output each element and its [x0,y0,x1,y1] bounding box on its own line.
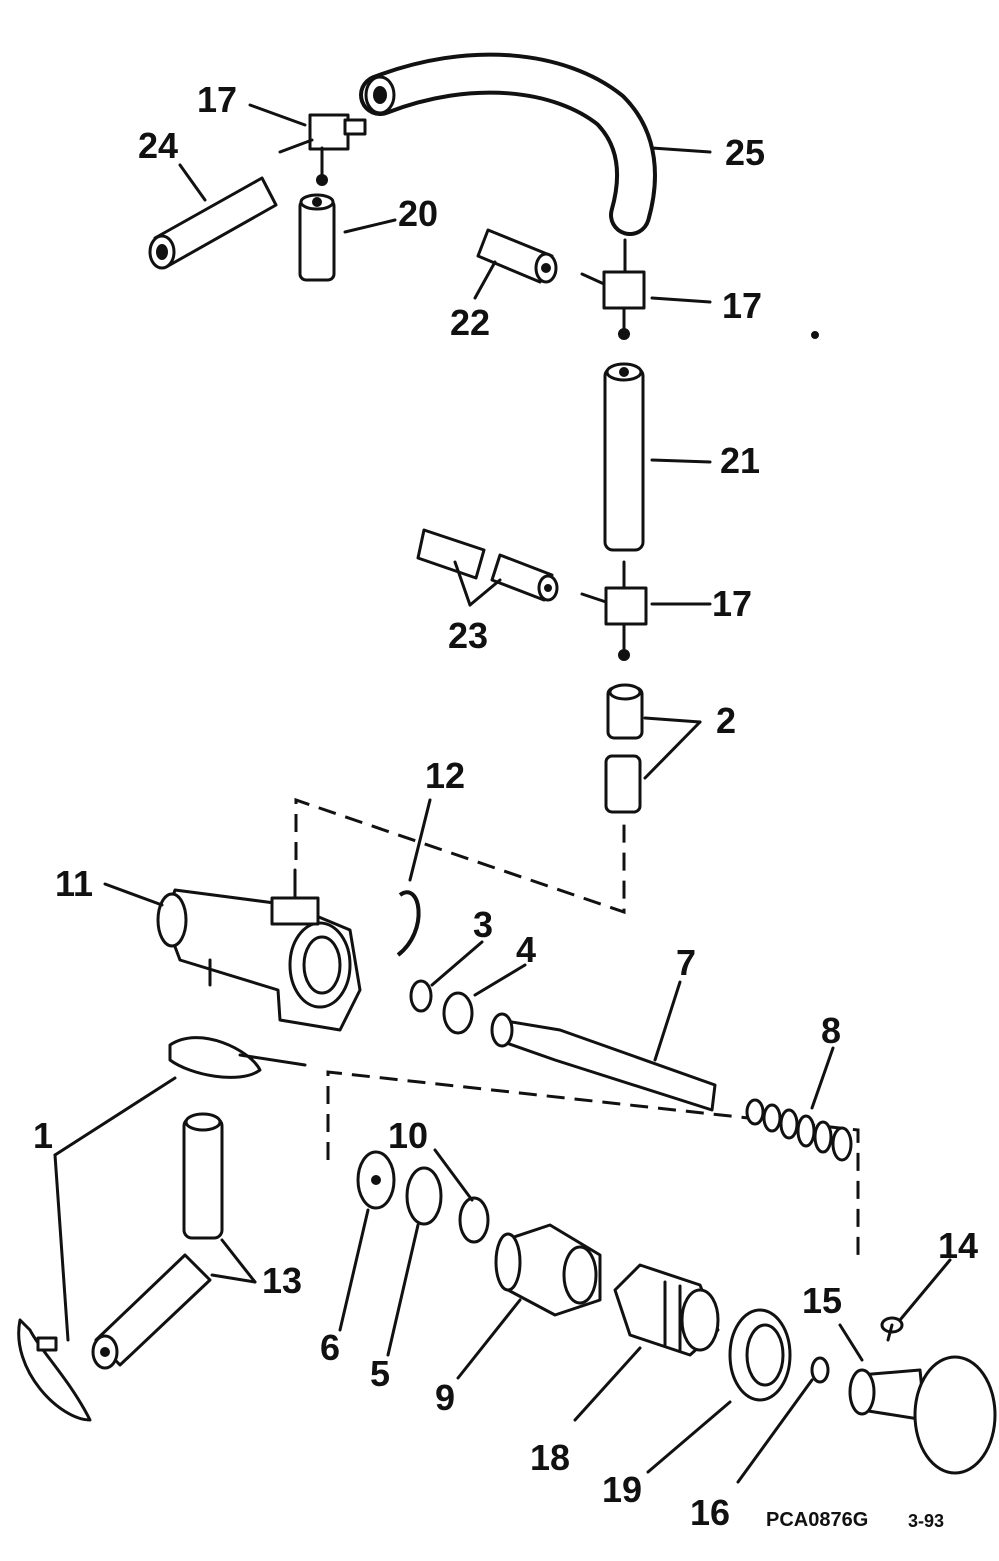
callout-9: 9 [435,1377,456,1418]
callout-21: 21 [720,440,761,481]
part-8-spring [745,1098,853,1162]
callout-22: 22 [450,302,491,343]
part-10-ring [458,1196,490,1244]
callout-20: 20 [398,193,439,234]
part-11-housing [156,868,362,1032]
part-17-fitting-lower [580,560,648,661]
part-16-ring [810,1356,830,1384]
callout-1: 1 [33,1115,54,1156]
part-20-tube [298,193,336,282]
figure-date: 3-93 [908,1511,945,1531]
part-23-tubes [416,528,559,602]
callout-6: 6 [320,1327,341,1368]
part-14-screw [880,1316,904,1342]
part-4-ring [442,991,474,1035]
callout-17-lower: 17 [712,583,753,624]
dashed-line-lower [326,1070,860,1256]
part-24-tube [148,176,278,270]
part-6-washer [356,1150,396,1210]
part-18-threaded-fitting [613,1263,720,1357]
part-9-fitting [494,1223,602,1317]
callout-4: 4 [516,929,537,970]
callout-19: 19 [602,1469,643,1510]
callout-25: 25 [725,132,766,173]
part-21-long-tube [603,362,645,552]
part-19-retainer [728,1308,792,1402]
callout-3: 3 [473,904,494,945]
dashed-line-upper [294,797,626,915]
figure-code: PCA0876G [766,1509,869,1531]
part-1-clamps [17,1036,307,1422]
part-12-clip [396,890,421,957]
part-15-knob [848,1355,997,1475]
part-13-hoses [91,1112,224,1370]
callout-5: 5 [370,1353,391,1394]
part-25-curved-hose [359,52,657,236]
callout-16: 16 [690,1492,731,1533]
callout-7: 7 [676,942,697,983]
stray-dot [811,331,819,339]
callout-8: 8 [821,1010,842,1051]
callout-15: 15 [802,1280,843,1321]
callout-10: 10 [388,1115,429,1156]
part-5-ring [405,1166,443,1226]
callout-11: 11 [55,863,94,904]
callout-12: 12 [425,755,466,796]
callout-14: 14 [938,1225,979,1266]
part-2-hoses [604,683,644,814]
callout-18: 18 [530,1437,571,1478]
part-17-fitting-top [278,113,367,186]
callout-17-middle: 17 [722,285,763,326]
callout-23: 23 [448,615,489,656]
part-17-fitting-middle [580,238,646,340]
part-7-shaft [490,1012,717,1112]
leader-lines [53,103,952,1484]
callout-24: 24 [138,125,179,166]
part-3-ring [409,979,433,1013]
callout-17-top: 17 [197,79,238,120]
part-22-tube [476,228,558,284]
callout-2: 2 [716,700,737,741]
callout-13: 13 [262,1260,303,1301]
